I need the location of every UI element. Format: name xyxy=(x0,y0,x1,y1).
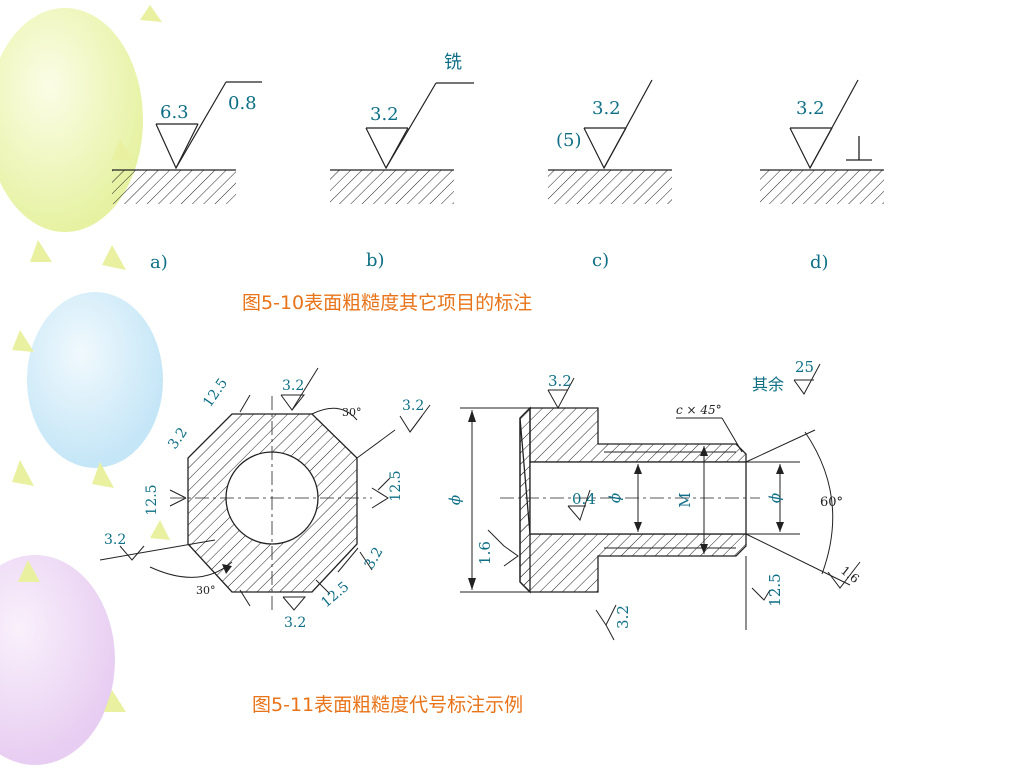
roughness-symbol-c xyxy=(583,127,627,170)
face-left-value: 1.6 xyxy=(476,541,494,565)
thread-label: M xyxy=(676,492,694,507)
face-right-value: 12.5 xyxy=(766,573,784,606)
rest-label: 其余 xyxy=(752,375,784,394)
label-d: d) xyxy=(810,252,829,273)
blue-balloon xyxy=(27,292,163,468)
phi-right: ϕ xyxy=(766,493,784,503)
ring-top-value: 3.2 xyxy=(282,378,304,394)
angle-top: 30° xyxy=(342,406,362,419)
bore-value: 0.4 xyxy=(572,490,596,508)
rest-value: 25 xyxy=(795,358,814,376)
ring-lower-right-b: 12.5 xyxy=(318,579,352,611)
ring-left-value: 12.5 xyxy=(144,484,160,515)
value-b: 3.2 xyxy=(370,104,399,125)
thread-end-value: 1.6 xyxy=(838,563,862,586)
ring-angle-labels: 30° 30° xyxy=(196,406,362,597)
value-a-left: 6.3 xyxy=(160,102,189,123)
symbol-a xyxy=(112,81,262,204)
phi-outer: ϕ xyxy=(446,495,464,505)
ring-bottom-value: 3.2 xyxy=(284,615,306,631)
chamfer-label: c × 45° xyxy=(676,403,722,417)
label-c: c) xyxy=(592,250,609,271)
yellow-balloon xyxy=(0,8,143,232)
caption-figure-5-10: 图5-10表面粗糙度其它项目的标注 xyxy=(242,292,533,314)
phi-bore: ϕ xyxy=(606,493,624,503)
head-top-value: 3.2 xyxy=(548,372,572,390)
value-d: 3.2 xyxy=(796,98,825,119)
figure-5-10 xyxy=(112,79,884,204)
caption-figure-5-11: 图5-11表面粗糙度代号标注示例 xyxy=(252,694,524,716)
symbol-b xyxy=(330,82,474,204)
figure-5-10-labels: 6.3 0.8 a) 3.2 铣 b) 3.2 (5) c) 3.2 d) xyxy=(150,52,829,273)
ring-lower-right-a: 3.2 xyxy=(362,545,387,572)
label-b: b) xyxy=(366,250,385,271)
angle-bottom: 30° xyxy=(196,584,216,597)
part-labels: 3.2 25 其余 0.4 ϕ ϕ M ϕ 1.6 3.2 12.5 xyxy=(446,358,814,629)
ring-drawing xyxy=(99,367,431,611)
hatched-surface-d xyxy=(760,170,884,204)
label-a: a) xyxy=(150,252,168,273)
background-decoration xyxy=(0,5,170,765)
ring-upper-right: 3.2 xyxy=(402,398,424,414)
ring-right-value: 12.5 xyxy=(388,470,404,501)
angle-arc xyxy=(804,431,834,575)
roughness-symbol-d xyxy=(789,127,833,170)
symbol-c xyxy=(548,79,672,204)
roughness-symbol-a xyxy=(155,123,199,170)
hatched-surface-a xyxy=(112,170,236,204)
value-c: 3.2 xyxy=(592,98,621,119)
hatched-surface-b xyxy=(330,170,454,204)
ring-lower-left: 3.2 xyxy=(104,532,126,548)
purple-balloon xyxy=(0,555,115,765)
roughness-symbol-b xyxy=(365,127,409,170)
arrow-head xyxy=(222,564,232,574)
value-a-right: 0.8 xyxy=(228,93,257,114)
face-bottom-value: 3.2 xyxy=(614,605,632,629)
ring-upper-left-a: 12.5 xyxy=(200,376,231,411)
ring-upper-left-b: 3.2 xyxy=(165,425,191,452)
part-drawing xyxy=(460,363,861,641)
angle-label: 60° xyxy=(820,495,843,510)
lay-symbol-d xyxy=(846,136,872,161)
process-b: 铣 xyxy=(444,52,462,73)
hatched-surface-c xyxy=(548,170,672,204)
sampling-c: (5) xyxy=(556,130,582,151)
symbol-d xyxy=(760,79,884,204)
